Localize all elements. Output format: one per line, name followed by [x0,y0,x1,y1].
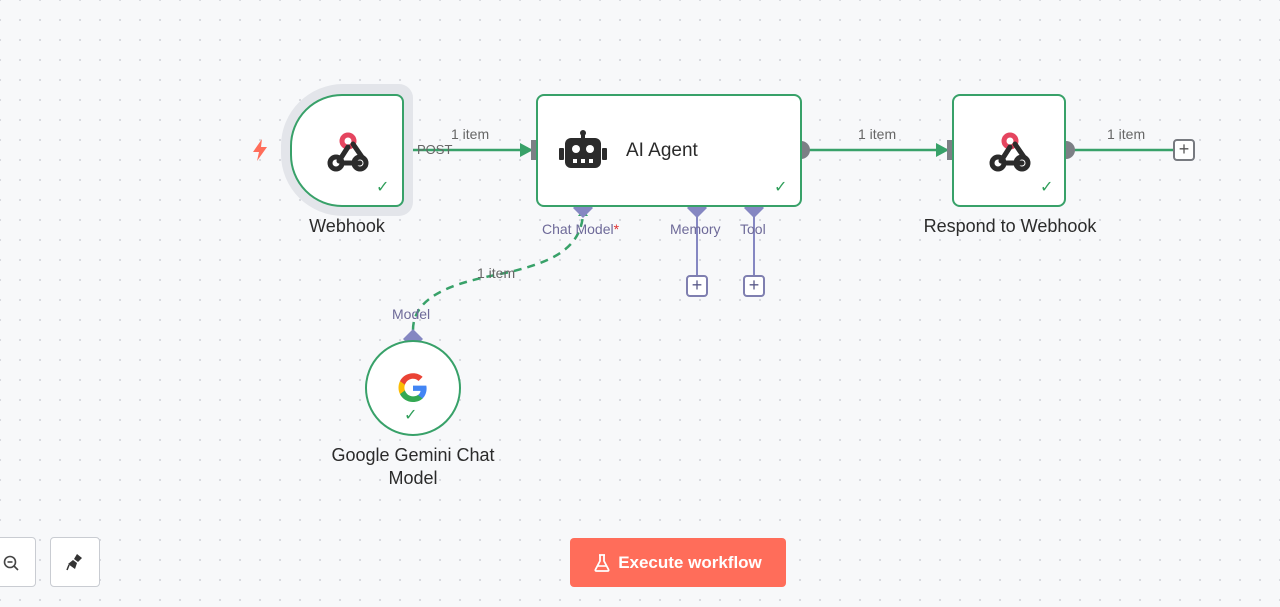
gemini-label: Google Gemini Chat Model [331,445,495,488]
success-check-icon: ✓ [774,179,788,196]
google-icon [398,373,427,402]
edge-item-count: 1 item [1107,126,1146,142]
chat-model-handle-label: Chat Model* [542,221,620,237]
arrowhead [936,143,949,157]
webhook-icon [327,132,369,172]
node-google-gemini[interactable]: ✓ [365,340,461,436]
model-handle-label: Model [392,306,431,322]
post-output-label: POST [417,142,453,157]
zoom-out-icon [3,555,19,571]
tidy-up-button[interactable] [50,537,100,587]
add-node-button[interactable]: + [1173,139,1195,161]
input-handle [531,140,539,160]
broom-icon [66,554,82,571]
trigger-bolt-icon [253,139,267,161]
edge-item-count: 1 item [451,126,490,142]
edge-item-count: 1 item [477,265,516,281]
memory-handle-label: Memory [670,221,721,237]
zoom-out-button[interactable] [0,537,36,587]
execute-workflow-button[interactable]: Execute workflow [570,538,786,587]
success-check-icon: ✓ [1040,179,1054,196]
webhook-icon [989,132,1031,172]
flask-icon [594,553,610,572]
arrowhead [520,143,533,157]
input-handle [947,140,955,160]
node-respond-to-webhook[interactable]: ✓ [952,94,1066,207]
node-webhook[interactable]: ✓ [290,94,404,207]
webhook-label: Webhook [309,216,385,236]
robot-icon [559,130,607,168]
edge-item-count: 1 item [858,126,897,142]
add-memory-button[interactable]: + [686,275,708,297]
respond-label: Respond to Webhook [923,216,1097,236]
success-check-icon: ✓ [404,407,418,424]
success-check-icon: ✓ [376,179,390,196]
add-tool-button[interactable]: + [743,275,765,297]
edge-gemini-agent [411,214,585,331]
node-ai-agent[interactable]: AI Agent ✓ [536,94,802,207]
tool-handle-label: Tool [740,221,766,237]
execute-workflow-label: Execute workflow [618,552,762,572]
agent-title: AI Agent [626,140,698,161]
